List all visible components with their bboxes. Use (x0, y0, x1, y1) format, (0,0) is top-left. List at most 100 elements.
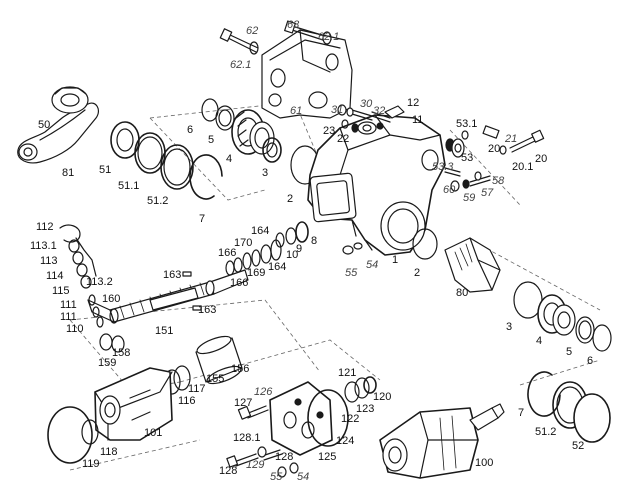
piston-156 (195, 335, 243, 385)
label-126: 126 (254, 386, 273, 398)
power-unit-100 (379, 403, 505, 479)
label-32: 32 (373, 105, 385, 117)
part-labels: 62 63 62.1 62.1 61 50 81 6 5 4 3 51 51.1… (30, 19, 593, 483)
nut-50 (51, 86, 89, 114)
screw-32 (371, 111, 391, 123)
label-20-1: 20.1 (512, 161, 533, 173)
label-121: 121 (338, 367, 356, 379)
label-31: 31 (331, 104, 343, 116)
ring-5-lower (575, 316, 595, 344)
label-128-1: 128.1 (233, 432, 261, 444)
cover-124 (269, 381, 333, 456)
label-111-upper: 111 (60, 299, 77, 311)
valve-53-3 (444, 167, 461, 177)
bolts-128-129 (226, 446, 299, 478)
label-114: 114 (46, 270, 64, 282)
bolt-127 (237, 405, 269, 420)
label-127: 127 (234, 397, 252, 409)
label-1: 1 (392, 254, 398, 266)
label-115: 115 (52, 285, 70, 297)
ring-113 (72, 251, 84, 265)
label-155: 155 (206, 373, 224, 385)
label-113-1: 113.1 (30, 240, 57, 252)
seal-160 (109, 308, 119, 324)
label-60: 60 (443, 184, 456, 196)
label-51: 51 (99, 164, 111, 176)
ring-113-1 (68, 239, 80, 253)
label-166-upper: 166 (218, 247, 236, 259)
bracket-61 (261, 29, 353, 119)
label-122: 122 (341, 413, 359, 425)
label-11: 11 (412, 114, 423, 126)
label-101: 101 (144, 427, 162, 439)
label-6-lower: 6 (587, 355, 593, 367)
label-62-1-left: 62.1 (230, 59, 251, 71)
plug-31 (337, 104, 347, 116)
circlip-7-lower (527, 371, 561, 417)
label-111-lower: 111 (60, 311, 77, 323)
label-80: 80 (456, 287, 468, 299)
label-55-lower: 55 (270, 471, 283, 483)
label-62: 62 (246, 25, 258, 37)
label-54-lower: 54 (297, 471, 309, 483)
fittings-57-60 (450, 171, 491, 192)
label-124: 124 (336, 435, 354, 447)
bolt-63 (284, 20, 332, 45)
label-53-1: 53.1 (456, 118, 477, 130)
seal-9 (285, 227, 297, 245)
label-53: 53 (461, 152, 473, 164)
label-117: 117 (188, 383, 206, 395)
label-119: 119 (82, 458, 100, 470)
label-164-lower: 164 (268, 261, 286, 273)
label-10: 10 (286, 249, 298, 261)
label-20-left: 20 (488, 143, 500, 155)
ring-6-lower (592, 324, 612, 352)
label-156: 156 (231, 363, 249, 375)
plugs-54-55 (342, 242, 363, 255)
label-123: 123 (356, 403, 374, 415)
label-61: 61 (290, 105, 302, 117)
label-30: 30 (360, 98, 373, 110)
label-53-3: 53.3 (432, 161, 454, 173)
label-7-lower: 7 (518, 407, 524, 419)
seals-158-159 (99, 333, 125, 353)
label-5-lower: 5 (566, 346, 572, 358)
washer-20 (499, 145, 507, 155)
label-170: 170 (234, 237, 252, 249)
label-169: 169 (247, 267, 265, 279)
label-128-left: 128 (219, 465, 237, 477)
label-55-upper: 55 (345, 267, 358, 279)
label-7-upper: 7 (199, 213, 205, 225)
pin-163 (182, 271, 202, 311)
ring-51-2 (160, 144, 194, 190)
label-129: 129 (246, 459, 264, 471)
label-58: 58 (492, 175, 505, 187)
bearing-4-lower (537, 294, 576, 336)
label-4-upper: 4 (226, 153, 232, 165)
label-23: 23 (323, 125, 335, 137)
label-112: 112 (36, 221, 54, 233)
seal-2-lower (412, 228, 438, 260)
label-164-upper: 164 (251, 225, 269, 237)
ring-115 (80, 275, 92, 289)
label-118: 118 (100, 446, 118, 458)
seal-119 (47, 406, 93, 464)
label-2-lower: 2 (414, 267, 420, 279)
label-120: 120 (373, 391, 391, 403)
label-125: 125 (318, 451, 336, 463)
label-3-upper: 3 (262, 167, 268, 179)
plate-12 (384, 105, 405, 119)
cylinder-housing-101 (94, 367, 173, 441)
valve-53 (445, 138, 465, 158)
label-158: 158 (112, 347, 130, 359)
label-62-1-right: 62.1 (318, 31, 339, 43)
ring-114 (76, 263, 88, 277)
valve-rings-164-170 (225, 239, 282, 276)
fitting-20-1 (509, 129, 545, 153)
label-163-upper: 163 (163, 269, 181, 281)
bolt-62 (219, 28, 259, 55)
label-128-right: 128 (275, 451, 293, 463)
label-22: 22 (337, 133, 349, 145)
sector-shaft-80 (444, 237, 501, 293)
